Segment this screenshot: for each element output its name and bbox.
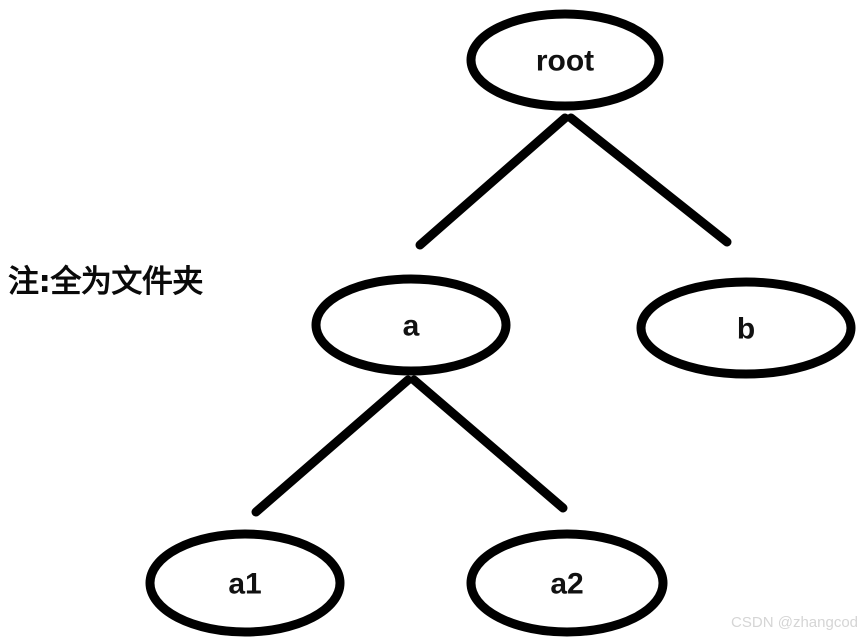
node-a1-label: a1 [228,568,261,601]
node-a1-ellipse[interactable] [145,529,345,637]
nodes-group: root a b a1 a2 [145,9,856,637]
node-root[interactable]: root [466,9,664,111]
node-a2-ellipse[interactable] [466,529,668,637]
node-b-ellipse[interactable] [636,277,856,379]
edge-root-to-b [566,113,732,247]
node-a2[interactable]: a2 [466,529,668,637]
csdn-watermark: CSDN @zhangcod [731,614,858,631]
node-a[interactable]: a [311,274,511,376]
edges-group [251,113,732,517]
node-a1[interactable]: a1 [145,529,345,637]
edge-a-to-a2 [409,375,568,513]
note-annotation: 注:全为文件夹 [8,264,203,300]
node-a-label: a [403,310,420,343]
node-a2-label: a2 [550,568,583,601]
edge-root-to-a [415,113,570,250]
edge-a-to-a1 [251,375,413,517]
node-b-label: b [737,313,755,346]
node-root-label: root [536,45,594,78]
node-root-ellipse[interactable] [466,9,664,111]
node-b[interactable]: b [636,277,856,379]
node-a-ellipse[interactable] [311,274,511,376]
